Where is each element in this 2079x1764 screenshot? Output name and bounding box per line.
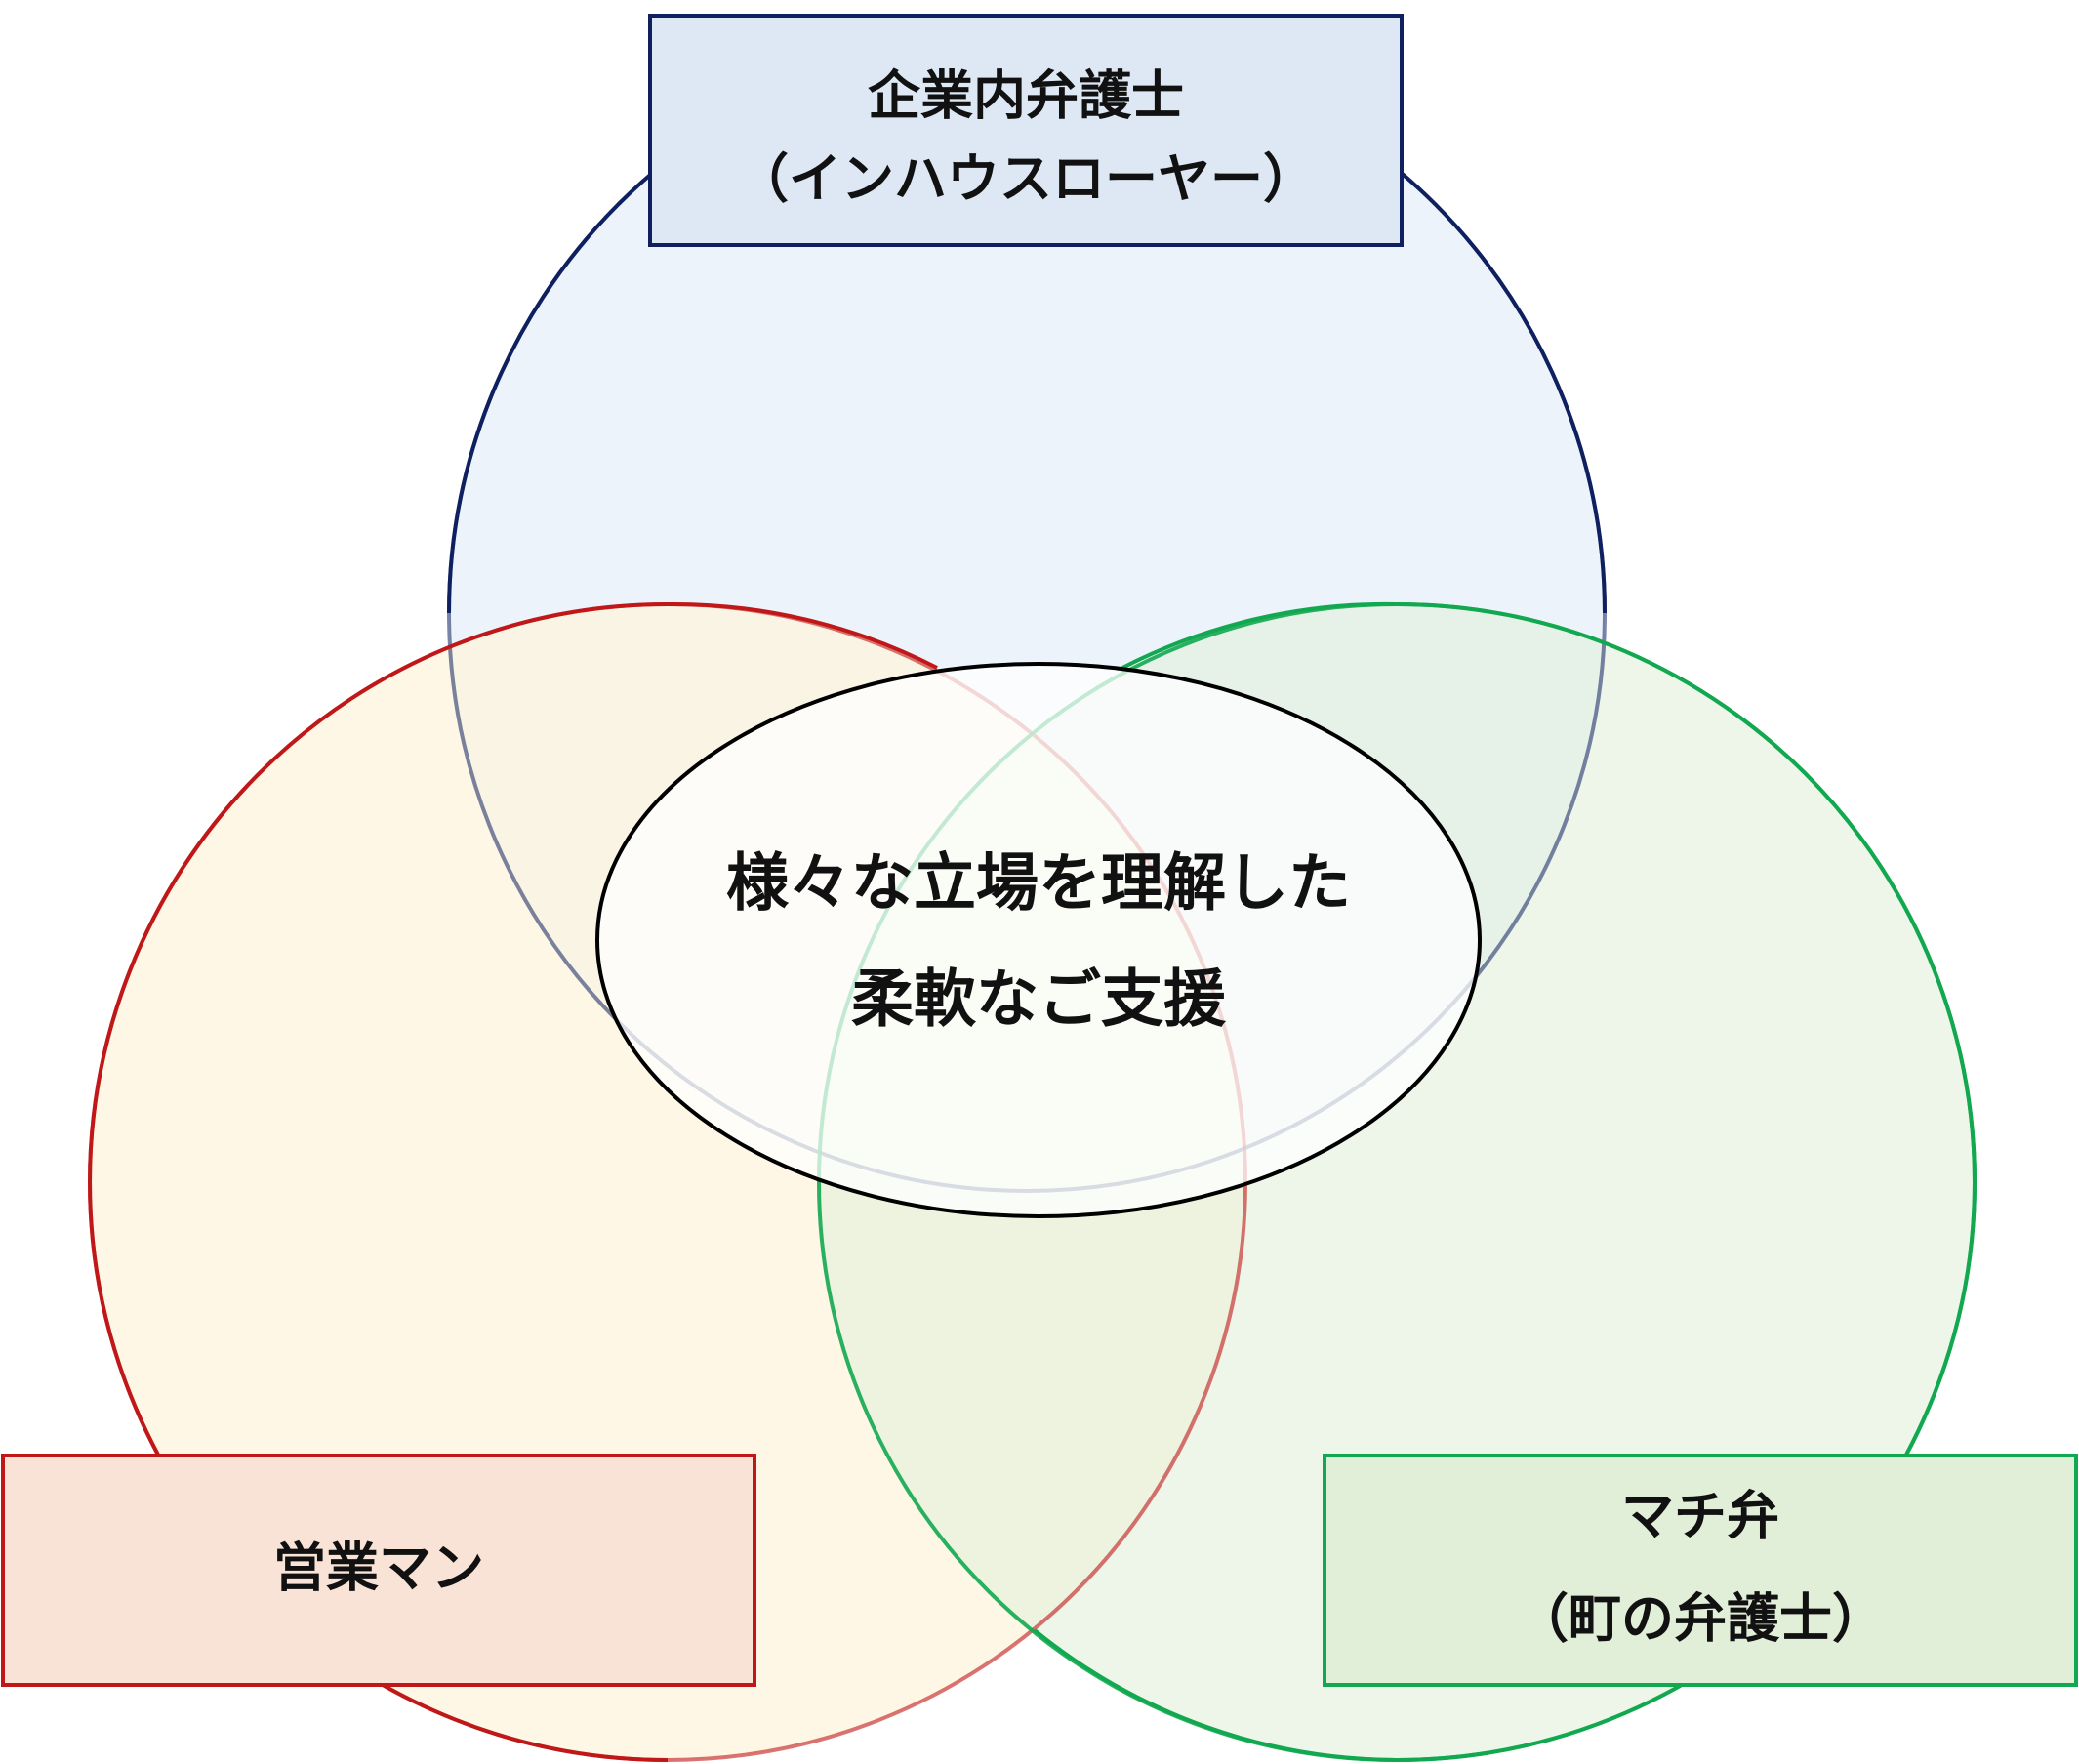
top-label-box: 企業内弁護士 （インハウスローヤー） bbox=[648, 14, 1404, 247]
top-box-line2: （インハウスローヤー） bbox=[736, 148, 1316, 210]
center-line1: 様々な立場を理解した bbox=[726, 848, 1351, 921]
right-circle-arc bbox=[1033, 601, 1977, 1763]
center-label: 様々な立場を理解した 柔軟なご支援 bbox=[726, 848, 1351, 1037]
left-box-line1: 営業マン bbox=[273, 1538, 484, 1599]
center-line2: 柔軟なご支援 bbox=[851, 964, 1227, 1037]
right-box-rect bbox=[1323, 1454, 2078, 1687]
right-box-line1: マチ弁 bbox=[1621, 1486, 1779, 1547]
center-ellipse bbox=[595, 662, 1482, 1218]
right-label-box: マチ弁 （町の弁護士） bbox=[1323, 1454, 2078, 1687]
left-box-rect bbox=[1, 1454, 756, 1687]
left-label-box: 営業マン bbox=[1, 1454, 756, 1687]
right-box-line2: （町の弁護士） bbox=[1516, 1588, 1885, 1650]
top-box-rect bbox=[648, 14, 1404, 247]
top-box-line1: 企業内弁護士 bbox=[868, 65, 1184, 127]
